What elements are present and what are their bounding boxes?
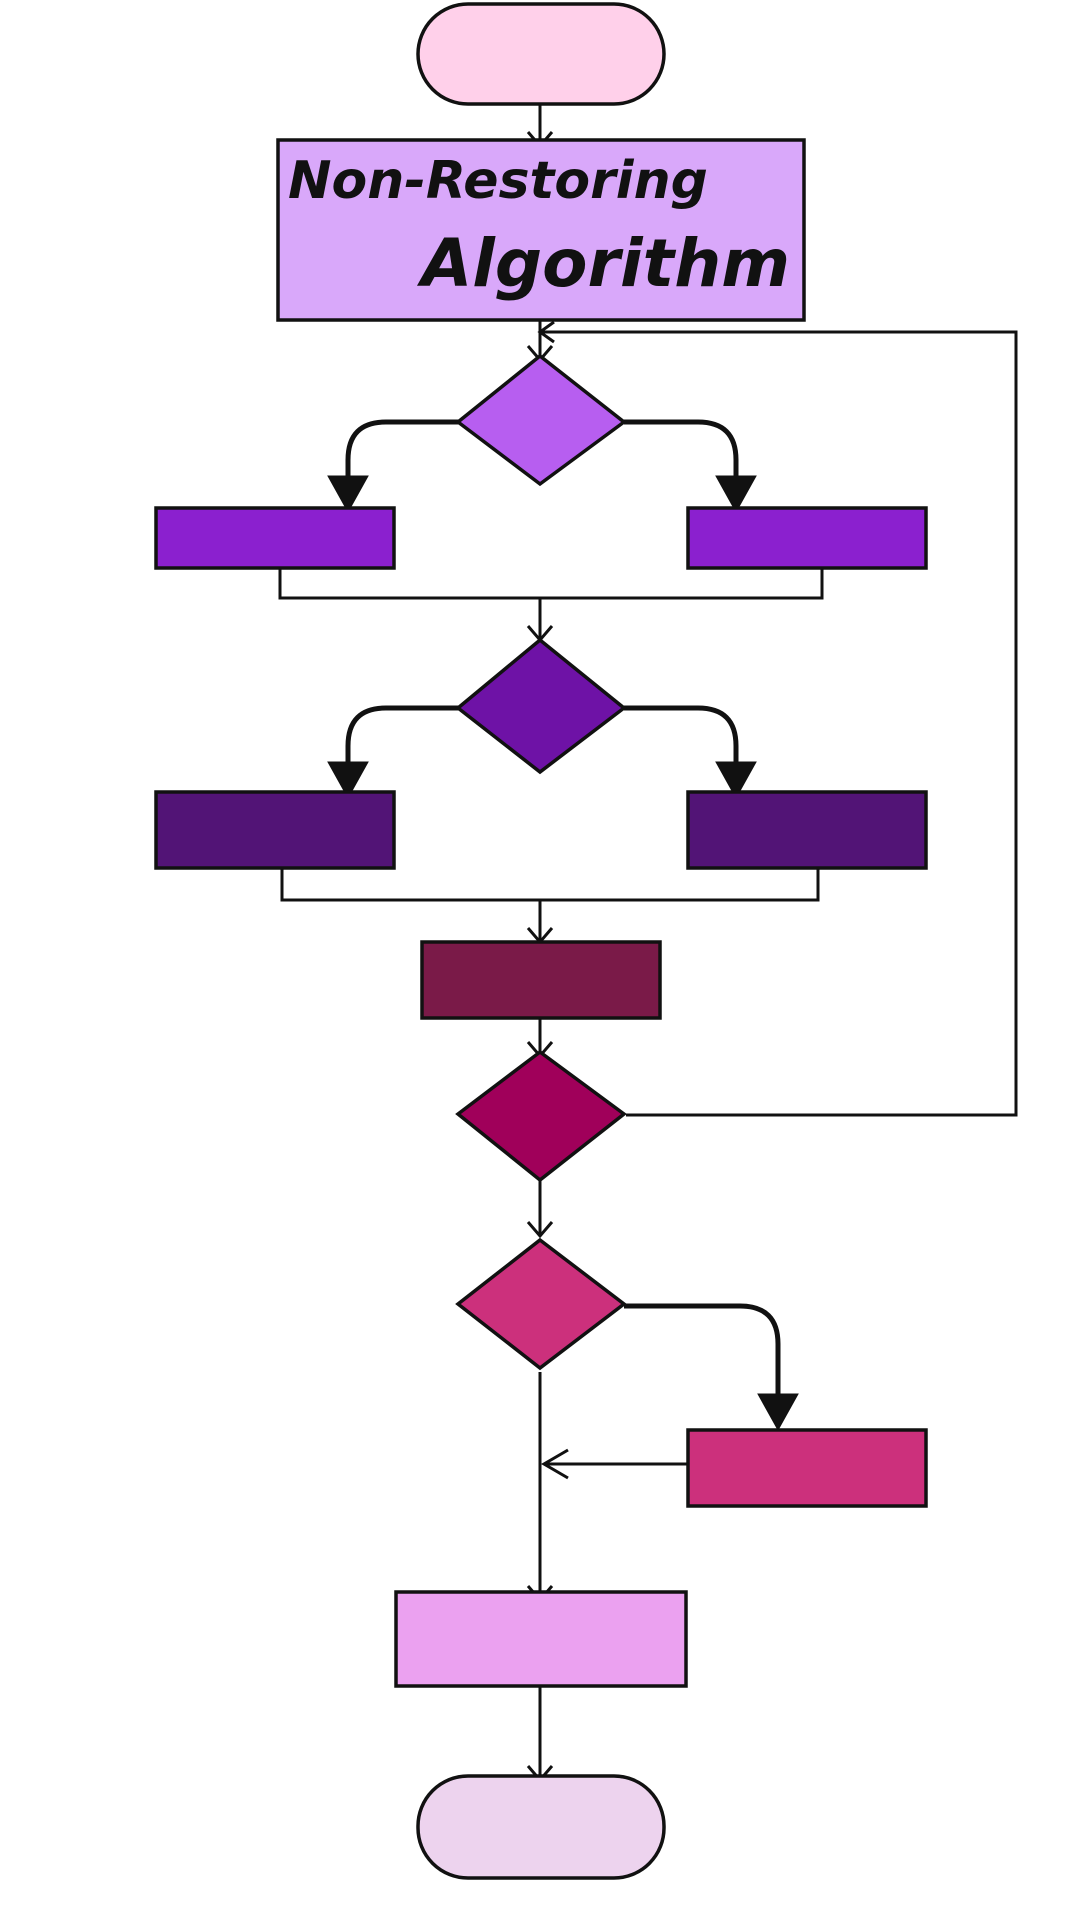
decision-final — [455, 1237, 627, 1371]
arrowhead-process-1-left — [327, 475, 369, 514]
title-box — [276, 138, 806, 322]
connector-loop-back — [540, 330, 1018, 1117]
decision-1 — [455, 353, 627, 487]
decision-2 — [455, 637, 627, 775]
connector-decision-2-right — [624, 705, 739, 766]
arrowhead-correction-join — [541, 1448, 569, 1480]
process-2-right — [686, 790, 928, 870]
process-merge — [420, 940, 662, 1020]
connector-decision-1-right — [624, 419, 739, 480]
arrowhead-process-correction — [757, 1393, 799, 1432]
arrowhead-loop-back — [537, 320, 555, 344]
connector-merge-1 — [278, 568, 824, 600]
arrowhead-process-1-right — [715, 475, 757, 514]
title-line-1: Non-Restoring — [288, 151, 708, 211]
arrowhead-process-2-right — [715, 761, 757, 800]
connector-decision-final-right — [624, 1303, 781, 1400]
connector-decision-2-left — [345, 705, 460, 766]
process-1-left — [154, 506, 396, 570]
connector-decision-1-left — [345, 419, 460, 480]
process-result — [394, 1590, 688, 1688]
decision-loop — [455, 1049, 627, 1183]
process-1-right — [686, 506, 928, 570]
arrowhead-process-2-left — [327, 761, 369, 800]
process-correction — [686, 1428, 928, 1508]
process-2-left — [154, 790, 396, 870]
arrowhead-decision-final — [526, 1221, 554, 1239]
start-terminal — [416, 2, 666, 106]
title-line-2: Algorithm — [416, 225, 790, 302]
connector-merge-2 — [280, 868, 820, 902]
end-terminal — [416, 1774, 666, 1880]
